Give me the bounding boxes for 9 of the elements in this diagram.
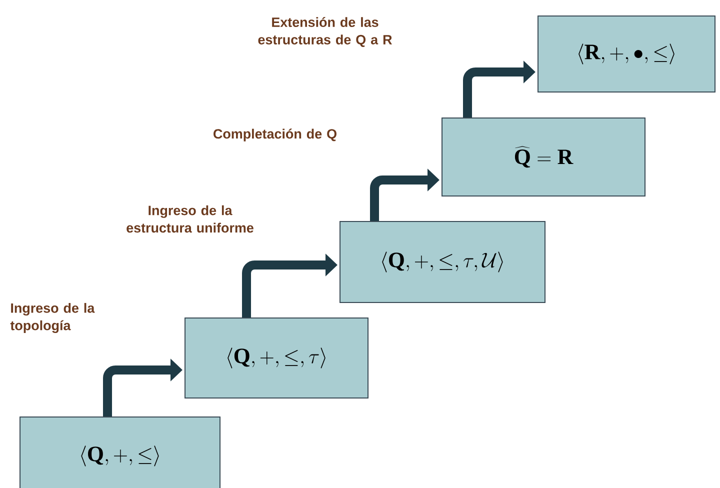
step-label: Completación de Q: [214, 128, 336, 142]
step-label: Ingreso de la topología: [10, 302, 95, 333]
step-label: Ingreso de la estructura uniforme: [126, 205, 254, 233]
formula-box: $\langle \mathbf{Q}, +, \leq , \tau, \mathcal{U} \rangle$: [340, 220, 546, 303]
formula-box: $\langle \mathbf{Q}, +, \leq , \tau \rangle$: [184, 317, 368, 398]
formula-box: $\langle \mathbf{R}, +, \bullet , \leq \rangle$: [538, 16, 716, 92]
formula-box: $\langle \mathbf{Q}, +, \leq \rangle$: [20, 416, 220, 488]
step-label: Extensión de las estructuras de Q a R: [258, 17, 392, 47]
formula-box: $\widehat{\mathbf{Q}} = \mathbf{R}$: [442, 117, 646, 196]
